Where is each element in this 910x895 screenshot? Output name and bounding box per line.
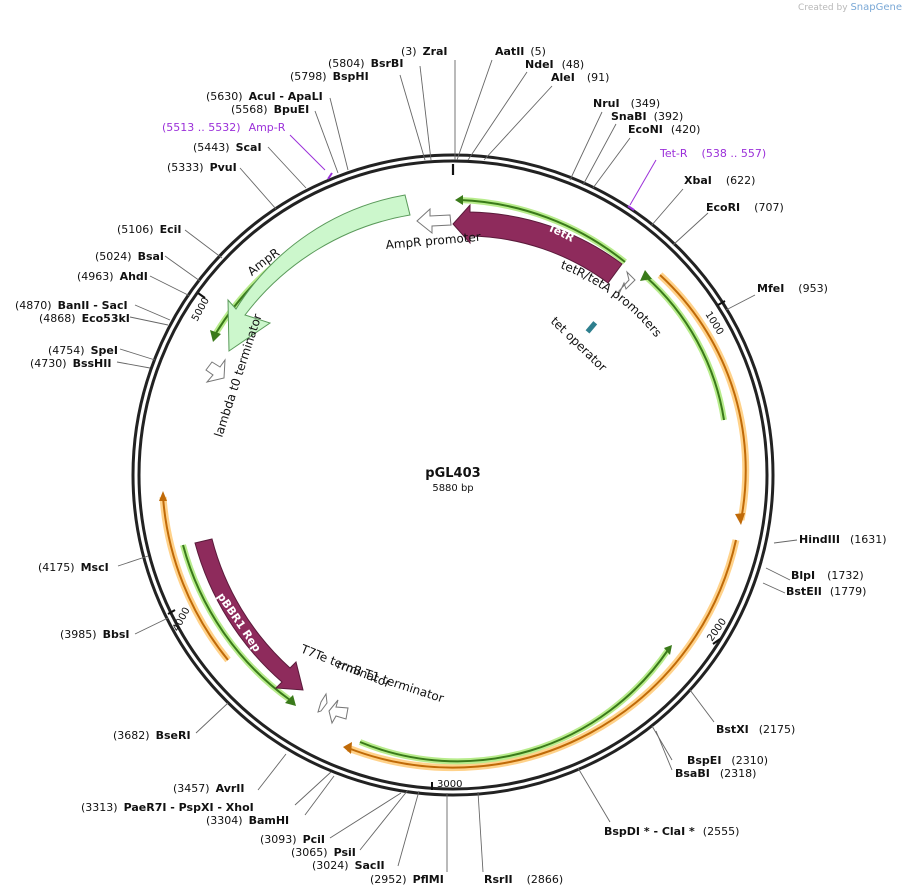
site-saci: (4870)BanII - SacI [15, 299, 128, 312]
site-xbai: XbaI(622) [684, 174, 755, 187]
green-arc-right-arrowhead [640, 270, 652, 281]
backbone-outer [131, 153, 775, 797]
site-pvui: (5333)PvuI [167, 161, 237, 174]
site-rsrii: RsrII(2866) [484, 873, 563, 886]
ampr-promoter-arrow [416, 207, 452, 235]
green-arc-left [180, 544, 292, 703]
primer-amp-r-leader [289, 134, 326, 171]
primer-tet-r-leader [629, 159, 657, 206]
t7te-arrow [317, 692, 328, 713]
green-arc-bottom [358, 648, 671, 765]
site-spei: (4754)SpeI [48, 344, 118, 357]
site-ndei: NdeI(48) [525, 58, 584, 71]
site-avrii: (3457)AvrII [173, 782, 244, 795]
site-bamhi: (3304)BamHI [206, 814, 289, 827]
green-arc-right [643, 273, 727, 421]
site-bsrbi: (5804)BsrBI [328, 57, 403, 70]
site-bsshii: (4730)BssHII [30, 357, 111, 370]
snapgene-logo-text: SnapGene [850, 2, 902, 13]
orange-arc-bottom [346, 539, 740, 772]
site-blpi: BlpI(1732) [791, 569, 864, 582]
orange-arc-left-arrowhead [159, 491, 167, 501]
plasmid-name: pGL403 [425, 466, 480, 481]
rrnb-t1-label: rrnB T1 terminator [335, 658, 446, 706]
orange-arc-left [159, 496, 231, 663]
site-bsphi: (5798)BspHI [290, 70, 369, 83]
primer-amp-r-mark [327, 172, 333, 180]
site-econi: EcoNI(420) [628, 123, 700, 136]
green-arc-top-right [459, 197, 627, 265]
site-apali: (5630)AcuI - ApaLI [206, 90, 323, 103]
site-alei: AleI(91) [551, 71, 609, 84]
site-scai: (5443)ScaI [193, 141, 262, 154]
site-bbsi: (3985)BbsI [60, 628, 129, 641]
green-arc-top-left-arrowhead [210, 330, 221, 342]
site-leader-lines [116, 59, 798, 873]
primer-tet-r-label: Tet-R(538 .. 557) [659, 147, 766, 160]
snapgene-watermark: Created by SnapGene [798, 2, 902, 13]
pbbr1-rep-label: pBBR1 Rep [215, 590, 264, 654]
primer-tet-r-mark [627, 205, 635, 211]
green-arc-top-right-arrowhead [455, 195, 463, 205]
site-xhoi: (3313)PaeR7I - PspXI - XhoI [81, 801, 254, 814]
tetr-feature [452, 203, 623, 284]
green-arc-bottom-arrowhead [664, 645, 672, 655]
site-sacii: (3024)SacII [312, 859, 385, 872]
site-bsabi: BsaBI(2318) [675, 767, 756, 780]
site-nrui: NruI(349) [593, 97, 660, 110]
site-bstxi: BstXI(2175) [716, 723, 795, 736]
pbbr1-rep-feature [194, 538, 304, 691]
site-zrai: (3)ZraI [401, 45, 448, 58]
primer-amp-r-label: (5513 .. 5532)Amp-R [162, 121, 286, 134]
site-clai: BspDI * - ClaI *(2555) [604, 825, 739, 838]
site-ahdi: (4963)AhdI [77, 270, 148, 283]
site-pflmi: (2952)PflMI [370, 873, 444, 886]
green-arc-left-arrowhead [285, 695, 296, 706]
site-aatii: AatII(5) [495, 45, 546, 58]
site-hindiii: HindIII(1631) [799, 533, 887, 546]
site-labels: (3)ZraI AatII(5) NdeI(48) AleI(91) NruI(… [15, 45, 887, 886]
ampr-feature [227, 194, 411, 352]
tick-marks [167, 292, 726, 790]
rrnb-t1-arrow [328, 699, 349, 725]
tick-3000: 3000 [437, 779, 462, 790]
ampr-promoter-label: AmpR promoter [385, 230, 481, 252]
plasmid-size: 5880 bp [432, 483, 473, 494]
site-pcii: (3093)PciI [260, 833, 325, 846]
orange-arc-right [657, 272, 750, 521]
site-bsteii: BstEII(1779) [786, 585, 866, 598]
site-bspei: BspEI(2310) [687, 754, 768, 767]
orange-arc-right-arrowhead [735, 513, 745, 525]
orange-arc-bottom-arrowhead [343, 742, 352, 754]
site-bpuei: (5568)BpuEI [231, 103, 309, 116]
site-bsai: (5024)BsaI [95, 250, 164, 263]
site-ecii: (5106)EciI [117, 223, 181, 236]
site-mfei: MfeI(953) [757, 282, 828, 295]
site-bseri: (3682)BseRI [113, 729, 191, 742]
site-ecori: EcoRI(707) [706, 201, 784, 214]
tetr-promoter-arrow [617, 270, 636, 297]
tet-operator-mark [585, 321, 598, 334]
site-msci: (4175)MscI [38, 561, 109, 574]
site-eco53ki: (4868)Eco53kI [39, 312, 130, 325]
tet-operator-label: tet operator [548, 314, 610, 374]
site-snabi: SnaBI(392) [611, 110, 683, 123]
backbone-inner [137, 159, 769, 791]
site-psii: (3065)PsiI [291, 846, 356, 859]
lambda-t0-arrow [205, 358, 226, 383]
